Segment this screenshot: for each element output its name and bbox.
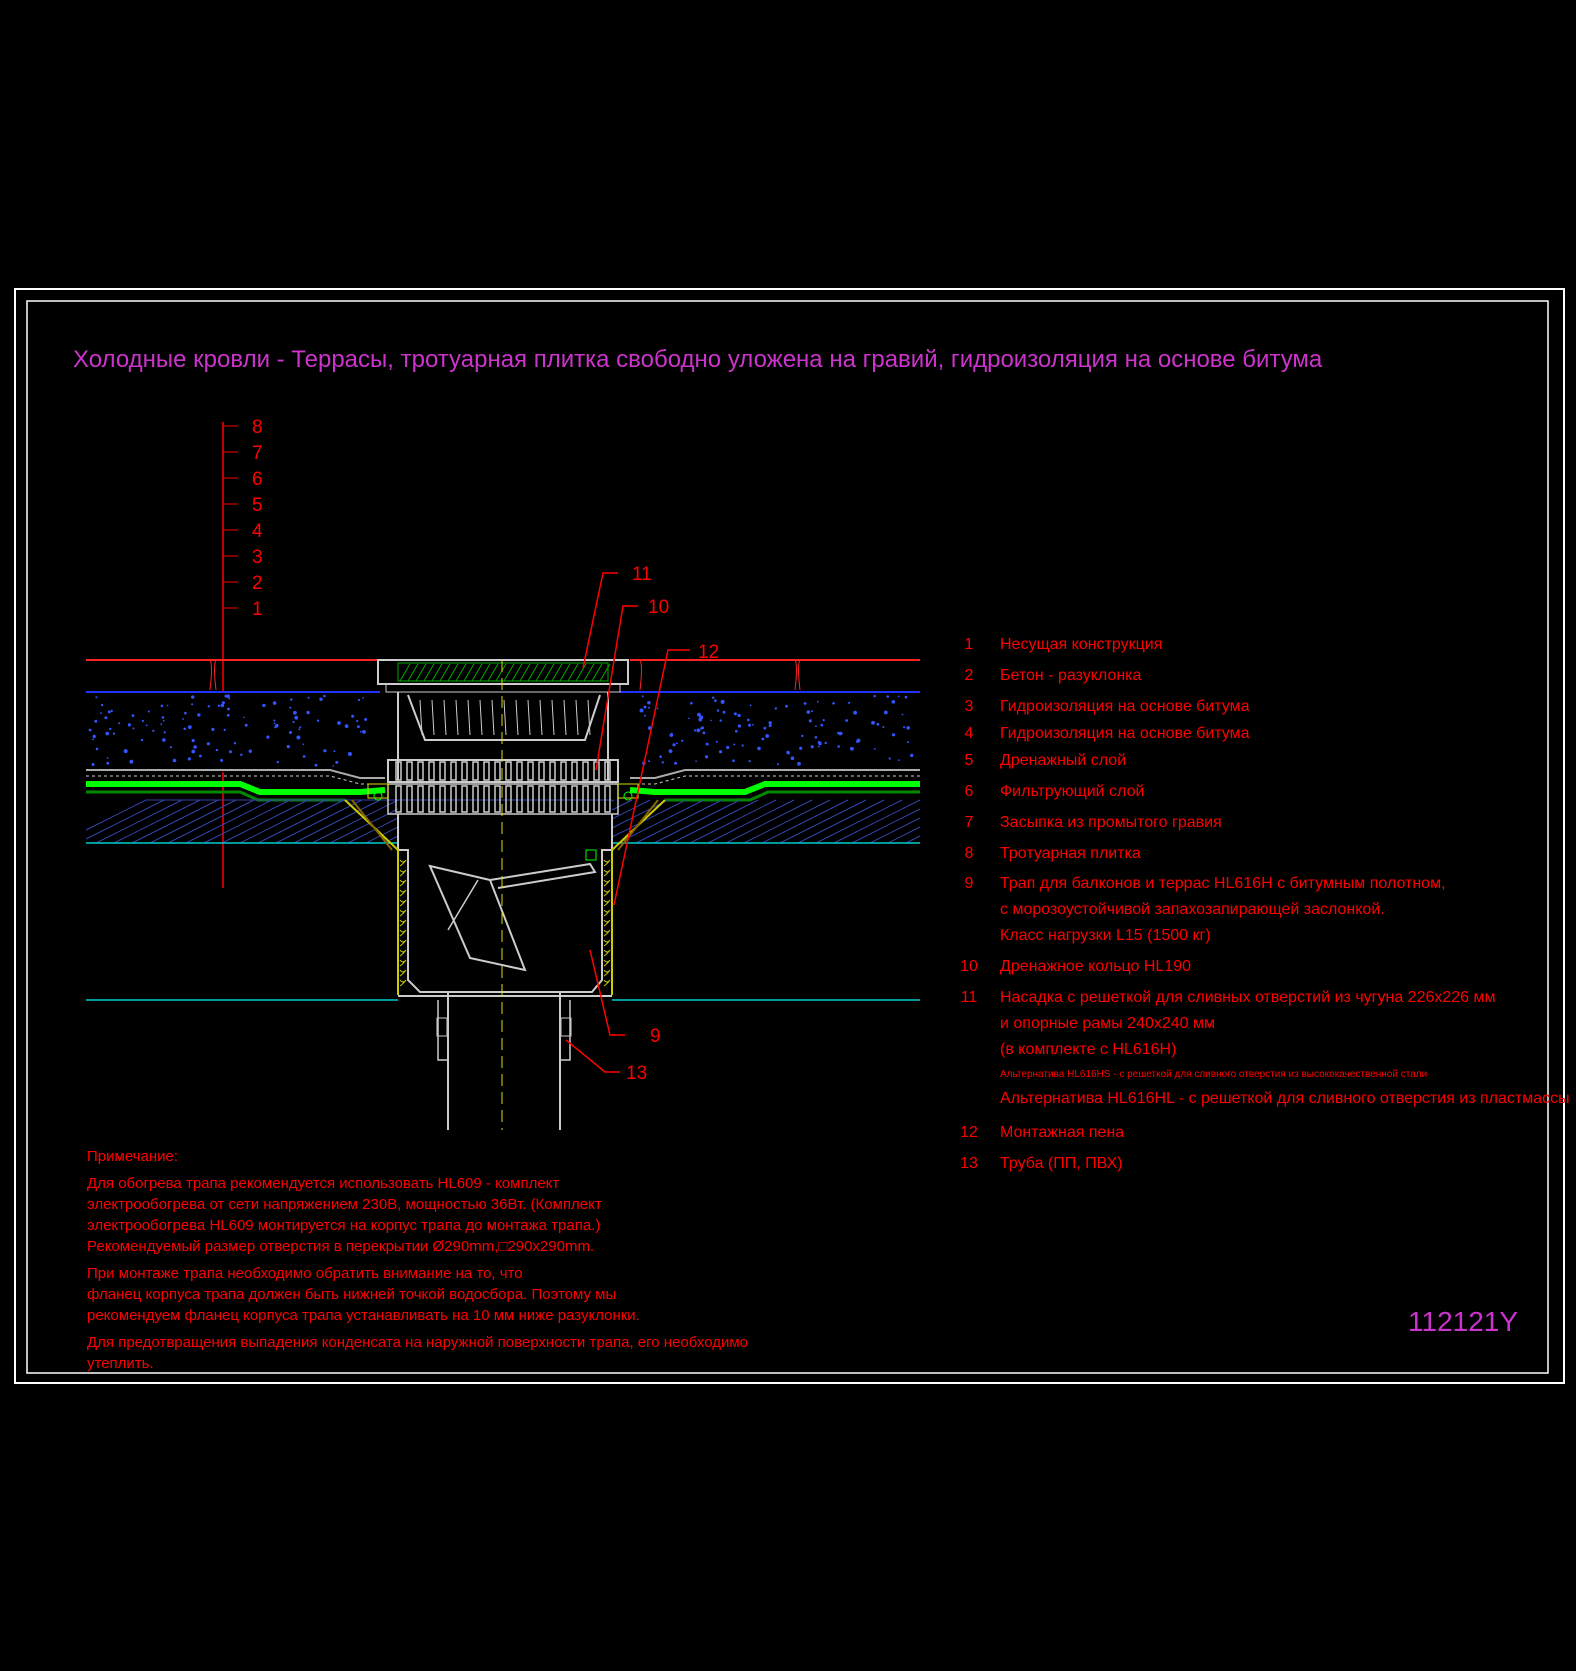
roof-section	[85, 659, 921, 1001]
legend-text: Гидроизоляция на основе битума	[1000, 725, 1250, 742]
notes: Примечание: Для обогрева трапа рекоменду…	[87, 1146, 807, 1380]
legend-text: (в комплекте с HL616H)	[1000, 1041, 1177, 1058]
scale-tag-3: 3	[252, 547, 263, 568]
legend-text: Несущая конструкция	[1000, 636, 1163, 653]
legend-number: 7	[964, 814, 974, 831]
legend-text: Альтернатива HL616HL - с решеткой для сл…	[1000, 1090, 1570, 1107]
scale-tag-6: 6	[252, 469, 263, 490]
legend-number: 11	[960, 989, 978, 1006]
callouts: 11 10 12 9 13	[565, 564, 719, 1084]
legend-number: 10	[960, 958, 978, 975]
legend-text: Дренажный слой	[1000, 752, 1127, 769]
outer-frame	[14, 288, 1565, 1384]
legend-text: и опорные рамы 240x240 мм	[1000, 1015, 1215, 1032]
scale-tag-4: 4	[252, 521, 263, 542]
callout-9: 9	[650, 1026, 661, 1047]
callout-11: 11	[632, 564, 652, 585]
legend-number: 2	[964, 667, 974, 684]
notes-paragraph-3: Для предотвращения выпадения конденсата …	[87, 1334, 748, 1372]
callout-10: 10	[648, 597, 669, 618]
layer-scale: 8 7 6 5 4 3 2 1	[222, 417, 263, 888]
notes-paragraph-1: Для обогрева трапа рекомендуется использ…	[87, 1175, 602, 1255]
scale-tag-8: 8	[252, 417, 263, 438]
scale-tag-1: 1	[252, 599, 263, 620]
legend-number: 5	[964, 752, 974, 769]
legend-number: 13	[960, 1155, 978, 1172]
legend-text: Бетон - разуклонка	[1000, 667, 1142, 684]
scale-tag-7: 7	[252, 443, 263, 464]
legend-text: Гидроизоляция на основе битума	[1000, 698, 1250, 715]
legend-number: 12	[960, 1124, 978, 1141]
legend-number: 3	[964, 698, 974, 715]
drawing-code: 112121Y	[1408, 1306, 1519, 1337]
legend-text: Засыпка из промытого гравия	[1000, 814, 1222, 831]
legend-text: с морозоустойчивой запахозапирающей засл…	[1000, 901, 1385, 918]
legend-number: 6	[964, 783, 974, 800]
legend-text: Насадка с решеткой для сливных отверстий…	[1000, 989, 1496, 1006]
legend-number: 4	[964, 725, 974, 742]
drawing-title: Холодные кровли - Террасы, тротуарная пл…	[73, 346, 1323, 373]
scale-tag-5: 5	[252, 495, 263, 516]
callout-12: 12	[698, 642, 719, 663]
legend-text: Трап для балконов и террас HL616H с биту…	[1000, 875, 1446, 892]
inner-frame	[26, 300, 1549, 1374]
legend-text: Труба (ПП, ПВХ)	[1000, 1155, 1123, 1172]
legend-text: Альтернатива HL616HS - с решеткой для сл…	[1000, 1069, 1428, 1080]
legend-text: Класс нагрузки L15 (1500 кг)	[1000, 927, 1211, 944]
legend-text: Дренажное кольцо HL190	[1000, 958, 1192, 975]
legend-number: 8	[964, 845, 974, 862]
scale-tag-2: 2	[252, 573, 263, 594]
legend-text: Тротуарная плитка	[1000, 845, 1141, 862]
notes-paragraph-2: При монтаже трапа необходимо обратить вн…	[87, 1265, 640, 1324]
drain-assembly	[344, 659, 666, 1130]
legend-number: 1	[964, 636, 974, 653]
callout-13: 13	[626, 1063, 647, 1084]
legend-text: Фильтрующий слой	[1000, 783, 1145, 800]
notes-heading: Примечание:	[87, 1148, 178, 1165]
legend-number: 9	[964, 875, 974, 892]
legend-text: Монтажная пена	[1000, 1124, 1125, 1141]
